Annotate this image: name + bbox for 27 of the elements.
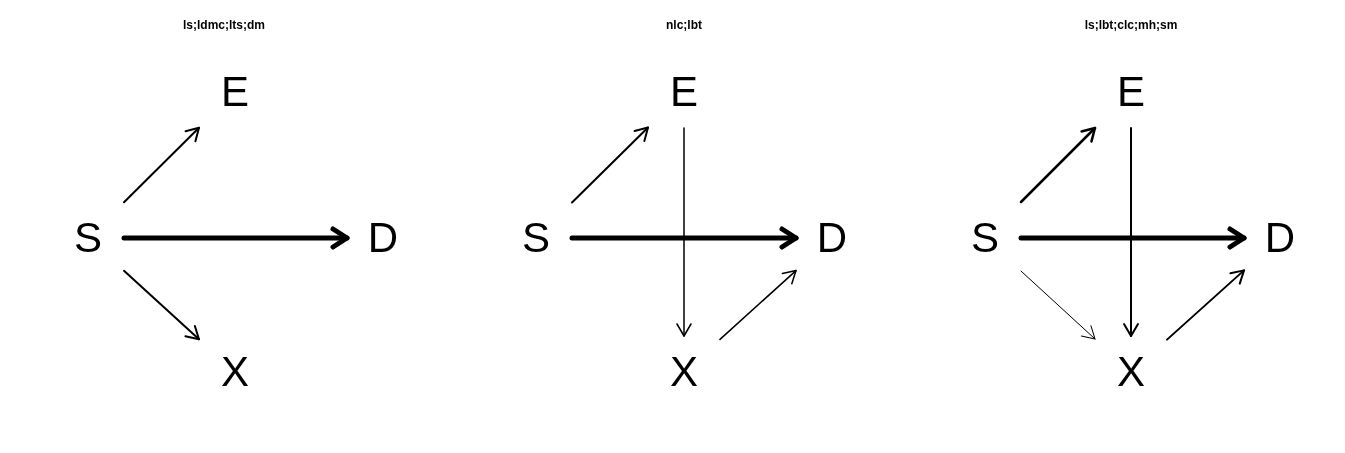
arrow [571,126,649,204]
arrow [1020,270,1096,340]
arrow [676,127,692,337]
node-label: E [670,71,698,113]
arrow [1123,127,1139,337]
node-label: D [1264,217,1296,259]
node-label: E [221,71,249,113]
node-label: S [74,217,102,259]
node-label: X [1117,351,1145,393]
panel-title: nlc;lbt [666,19,702,31]
node-label: S [971,217,999,259]
arrow [1166,269,1245,341]
panel-title: ls;ldmc;lts;dm [183,19,265,31]
node-label: E [1117,71,1145,113]
node-label: S [522,217,550,259]
node-label: X [221,351,249,393]
arrow [123,126,200,204]
arrow [569,226,799,250]
node-label: D [816,217,848,259]
arrow [123,269,200,341]
node-label: X [670,351,698,393]
arrow [1018,226,1247,250]
panel-title: ls;lbt;clc;mh;sm [1084,19,1178,31]
node-label: D [367,217,399,259]
arrow [1019,126,1097,204]
arrow [121,226,350,250]
arrow [719,269,797,341]
